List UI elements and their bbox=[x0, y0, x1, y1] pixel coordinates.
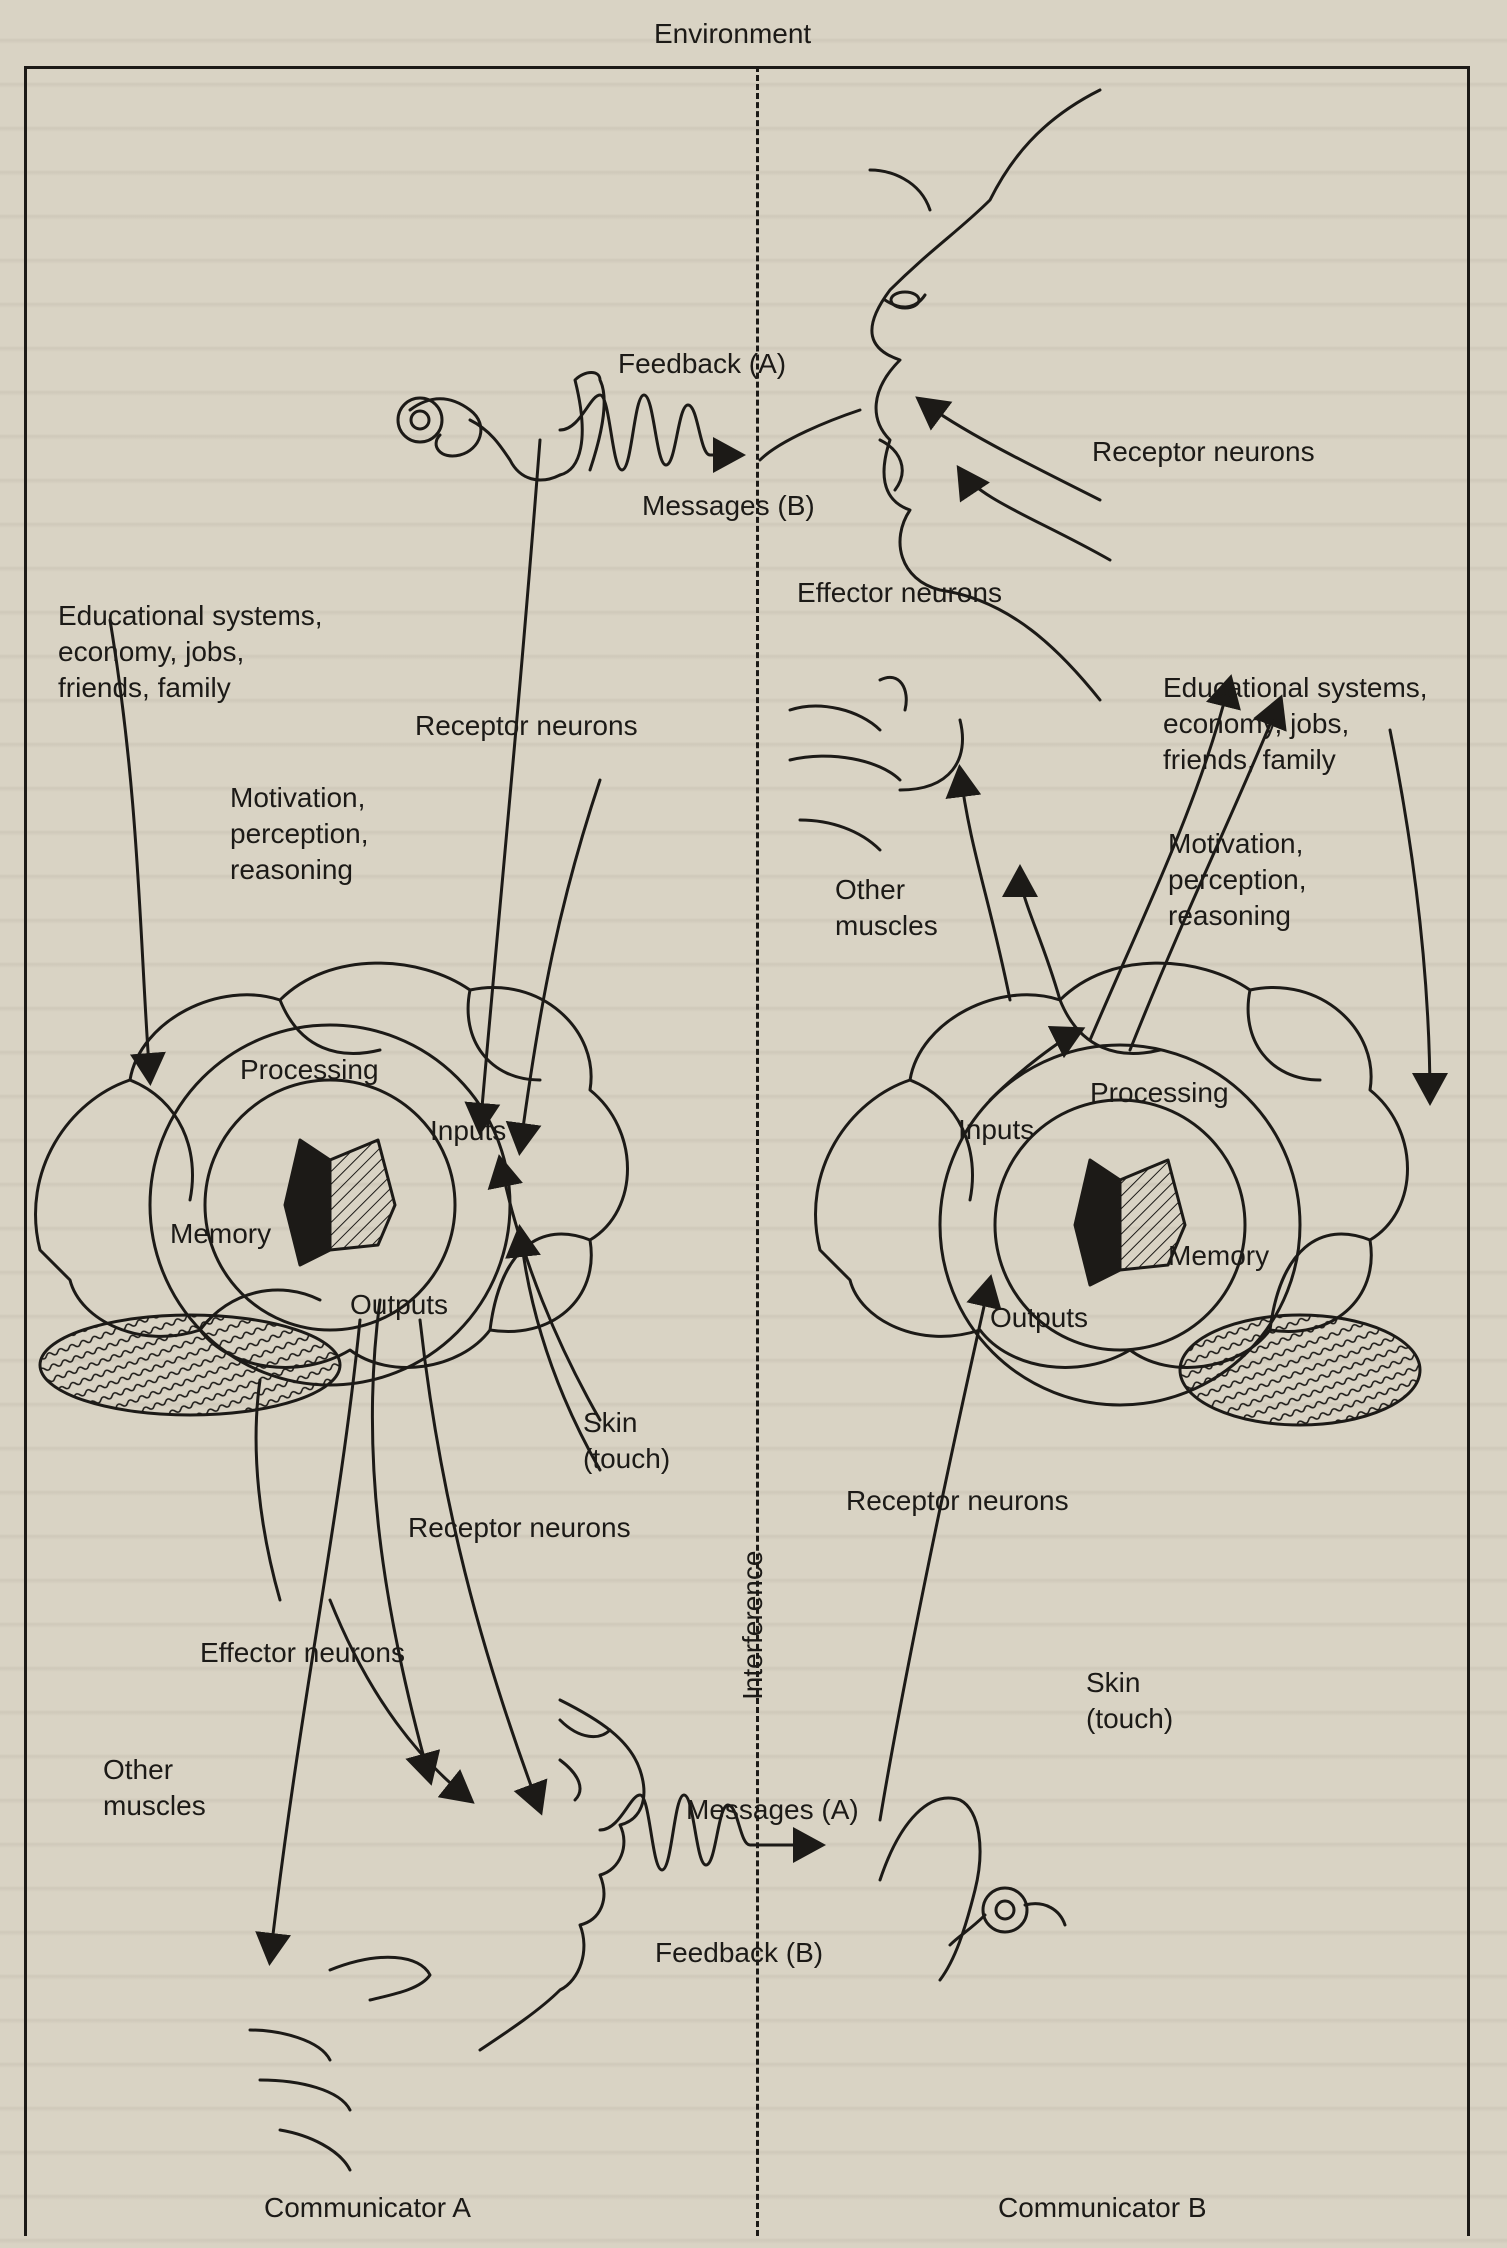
ear-a-icon bbox=[396, 371, 606, 482]
communicator-b-label: Communicator B bbox=[998, 2192, 1207, 2223]
left-outputs-label: Outputs bbox=[350, 1289, 449, 1320]
left-neuron-paths bbox=[108, 438, 602, 1966]
right-skin-label: Skin (touch) bbox=[1086, 1667, 1174, 1734]
right-outputs-label: Outputs bbox=[990, 1302, 1089, 1333]
left-processing-label: Processing bbox=[240, 1054, 379, 1085]
ear-b-icon bbox=[878, 1796, 1067, 1982]
right-receptor-neurons-top-label: Receptor neurons bbox=[1092, 436, 1315, 467]
left-memory-label: Memory bbox=[170, 1218, 272, 1249]
left-skin-label: Skin (touch) bbox=[583, 1407, 671, 1474]
feedback-b-label: Feedback (B) bbox=[655, 1937, 824, 1968]
face-b-profile-icon bbox=[868, 88, 1102, 702]
brain-b-icon bbox=[814, 961, 1422, 1427]
right-inputs-label: Inputs bbox=[958, 1114, 1035, 1145]
brain-a-icon bbox=[34, 961, 629, 1602]
messages-a-label: Messages (A) bbox=[686, 1794, 859, 1825]
environment-frame bbox=[24, 66, 1470, 2236]
communicator-a-label: Communicator A bbox=[264, 2192, 471, 2223]
hand-a-icon bbox=[248, 1955, 432, 2172]
interference-label: Interference bbox=[737, 1550, 768, 1700]
right-motivation-label: Motivation, perception, reasoning bbox=[1168, 828, 1307, 931]
left-context-label: Educational systems, economy, jobs, frie… bbox=[58, 600, 323, 703]
messages-b-label: Messages (B) bbox=[642, 490, 815, 521]
right-receptor-neurons-bottom-label: Receptor neurons bbox=[846, 1485, 1069, 1516]
right-neuron-paths bbox=[878, 396, 1448, 1822]
left-motivation-label: Motivation, perception, reasoning bbox=[230, 782, 369, 885]
right-memory-label: Memory bbox=[1168, 1240, 1270, 1271]
left-receptor-neurons-bottom-label: Receptor neurons bbox=[408, 1512, 631, 1543]
right-effector-neurons-label: Effector neurons bbox=[797, 577, 1002, 608]
sound-wave-top-icon bbox=[558, 393, 862, 473]
right-processing-label: Processing bbox=[1090, 1077, 1229, 1108]
feedback-a-label: Feedback (A) bbox=[618, 348, 787, 379]
interference-line bbox=[756, 66, 759, 2236]
environment-label: Environment bbox=[654, 18, 812, 49]
right-context-label: Educational systems, economy, jobs, frie… bbox=[1163, 672, 1428, 775]
left-receptor-neurons-top-label: Receptor neurons bbox=[415, 710, 638, 741]
left-effector-neurons-label: Effector neurons bbox=[200, 1637, 405, 1668]
face-a-profile-icon bbox=[478, 1698, 646, 2052]
hand-b-icon bbox=[788, 675, 964, 852]
left-other-muscles-label: Other muscles bbox=[103, 1754, 206, 1821]
left-inputs-label: Inputs bbox=[430, 1115, 507, 1146]
sound-wave-bottom-icon bbox=[598, 1793, 826, 1872]
right-other-muscles-label: Other muscles bbox=[835, 874, 938, 941]
